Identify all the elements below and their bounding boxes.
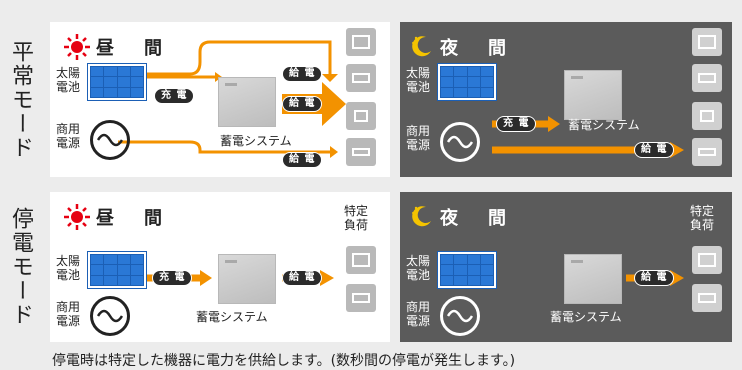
- solar-panel-icon: [87, 251, 147, 289]
- air-conditioner-icon: [692, 284, 722, 312]
- tv-icon: [692, 28, 722, 56]
- storage-battery: [564, 70, 622, 120]
- supply-badge: 給 電: [634, 142, 675, 158]
- tv-icon: [346, 28, 376, 56]
- utility-label: 商用 電源: [406, 300, 431, 328]
- air-conditioner-icon: [346, 64, 376, 92]
- tv-icon: [692, 246, 722, 274]
- printer-icon: [346, 102, 376, 130]
- storage-battery: [218, 254, 276, 304]
- ac-power-icon: [440, 122, 480, 162]
- solar-panel-icon: [87, 63, 147, 101]
- sun-icon: [64, 34, 90, 60]
- storage-label: 蓄電システム: [220, 134, 292, 148]
- storage-battery: [564, 254, 622, 304]
- air-conditioner-icon: [692, 138, 722, 166]
- charge-badge: 充 電: [496, 116, 537, 132]
- mode-label-normal: 平常モード: [8, 39, 33, 160]
- storage-label: 蓄電システム: [550, 310, 622, 324]
- mode-label-outage: 停電モード: [8, 207, 33, 327]
- storage-battery: [218, 77, 276, 127]
- air-conditioner-icon: [692, 64, 722, 92]
- utility-label: 商用 電源: [56, 122, 81, 150]
- supply-badge: 給 電: [282, 96, 323, 112]
- utility-label: 商用 電源: [406, 124, 431, 152]
- air-conditioner-icon: [346, 138, 376, 166]
- tv-icon: [346, 246, 376, 274]
- night-title: 夜 間: [440, 208, 512, 229]
- supply-badge: 給 電: [282, 270, 323, 286]
- supply-badge: 給 電: [282, 66, 323, 82]
- moon-icon: [410, 34, 434, 62]
- solar-label: 太陽 電池: [406, 254, 431, 282]
- solar-label: 太陽 電池: [406, 66, 431, 94]
- charge-badge: 充 電: [152, 270, 193, 286]
- sun-icon: [64, 204, 90, 230]
- ac-power-icon: [90, 296, 130, 336]
- supply-badge: 給 電: [634, 270, 675, 286]
- solar-panel-icon: [437, 63, 497, 101]
- day-title: 昼 間: [96, 38, 168, 59]
- air-conditioner-icon: [346, 284, 376, 312]
- night-title: 夜 間: [440, 38, 512, 59]
- normal-night-panel: 夜 間 太陽 電池 商用 電源 蓄電システム 充 電 給 電: [400, 22, 732, 177]
- ac-power-icon: [440, 296, 480, 336]
- supply-badge: 給 電: [282, 152, 323, 168]
- charge-badge: 充 電: [154, 88, 195, 104]
- storage-label: 蓄電システム: [196, 310, 268, 324]
- outage-night-panel: 夜 間 特定 負荷 太陽 電池 商用 電源 蓄電システム 給 電: [400, 192, 732, 342]
- solar-label: 太陽 電池: [56, 66, 81, 94]
- utility-label: 商用 電源: [56, 300, 81, 328]
- normal-day-panel: 昼 間 太陽 電池 商用 電源 蓄電システム 充 電 給 電 給 電 給 電: [50, 22, 390, 177]
- ac-power-icon: [90, 120, 130, 160]
- specific-load-label: 特定 負荷: [690, 204, 715, 232]
- outage-day-panel: 昼 間 特定 負荷 太陽 電池 商用 電源 蓄電システム 充 電 給 電: [50, 192, 390, 342]
- specific-load-label: 特定 負荷: [344, 204, 369, 232]
- printer-icon: [692, 102, 722, 130]
- day-title: 昼 間: [96, 208, 168, 229]
- moon-icon: [410, 204, 434, 232]
- solar-label: 太陽 電池: [56, 254, 81, 282]
- footer-note: 停電時は特定した機器に電力を供給します。(数秒間の停電が発生します。): [52, 353, 516, 369]
- storage-label: 蓄電システム: [568, 118, 640, 132]
- solar-panel-icon: [437, 251, 497, 289]
